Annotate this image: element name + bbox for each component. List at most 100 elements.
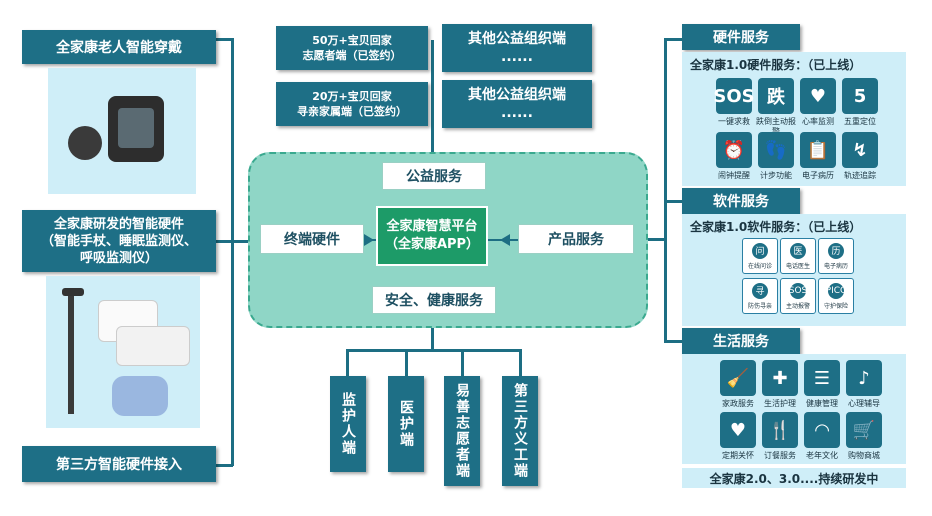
volunteer-box: 50万+宝贝回家 志愿者端（已签约） xyxy=(276,26,428,70)
left-connector-bottom xyxy=(216,464,233,467)
guardian-terminal: 监护人端 xyxy=(330,376,366,472)
life-service-icon-3: ☰ xyxy=(804,360,840,396)
volunteer-box-line2: 志愿者端（已签约） xyxy=(302,49,402,62)
right-connector-hw xyxy=(664,38,682,41)
hardware-service-icon-2: 跌 xyxy=(758,78,794,114)
life-service-label-8: 购物商城 xyxy=(848,451,880,460)
product-service-box: 产品服务 xyxy=(518,224,634,254)
hardware-service-icon-3: ♥ xyxy=(800,78,836,114)
family-box-line2: 寻亲家属端（已签约） xyxy=(297,105,407,118)
software-service-label-6: 守护保险 xyxy=(823,302,848,310)
software-service-icon-3: 历 xyxy=(828,242,844,259)
medical-terminal: 医护端 xyxy=(388,376,424,472)
other-org-box-1-line2: ...... xyxy=(501,49,533,65)
life-service-icon-2: ✚ xyxy=(762,360,798,396)
software-service-label-4: 防伤寻亲 xyxy=(747,302,772,310)
left-connector-mid xyxy=(216,240,260,243)
software-service-item-6: PICC 守护保险 xyxy=(818,278,854,314)
hardware-service-icon-7: 📋 xyxy=(800,132,836,168)
life-service-label-5: 定期关怀 xyxy=(722,451,754,460)
left-vertical-connector xyxy=(231,38,234,466)
other-org-box-1-line1: 其他公益组织端 xyxy=(468,31,566,47)
life-service-label-1: 家政服务 xyxy=(722,399,754,408)
software-service-label-2: 电话医生 xyxy=(785,262,810,270)
software-service-label-3: 电子病历 xyxy=(823,262,848,270)
volunteer-terminal: 易善志愿者端 xyxy=(444,376,480,486)
future-dev-banner: 全家康2.0、3.0....持续研发中 xyxy=(682,468,906,488)
platform-line2: （全家康APP） xyxy=(384,237,480,252)
public-service-box: 公益服务 xyxy=(382,162,486,190)
life-service-label-6: 订餐服务 xyxy=(764,451,796,460)
life-service-icon-1: 🧹 xyxy=(720,360,756,396)
hardware-service-title: 硬件服务 xyxy=(682,24,800,50)
life-service-icon-4: ♪ xyxy=(846,360,882,396)
software-service-item-3: 历电子病历 xyxy=(818,238,854,274)
right-connector-mid xyxy=(646,238,666,241)
bottom-connector-bar xyxy=(346,349,522,352)
family-box-line1: 20万+宝贝回家 xyxy=(312,90,392,103)
software-service-icon-4: 寻 xyxy=(752,282,768,299)
right-vertical-connector xyxy=(664,38,667,342)
hardware-service-icon-1: SOS xyxy=(713,78,755,114)
device-image xyxy=(112,376,168,416)
other-org-box-1: 其他公益组织端 ...... xyxy=(442,24,592,72)
hardware-service-icon-5: ⏰ xyxy=(716,132,752,168)
third-party-volunteer-terminal: 第三方义工端 xyxy=(502,376,538,486)
hardware-title-line3: 呼吸监测仪） xyxy=(79,250,158,266)
center-link-right xyxy=(488,239,518,241)
hardware-service-label-6: 计步功能 xyxy=(760,171,792,180)
hardware-service-label-2: 跌倒主动报警 xyxy=(756,117,796,136)
life-service-icon-8: 🛒 xyxy=(846,412,882,448)
life-service-icon-7: ◠ xyxy=(804,412,840,448)
wearable-image-panel xyxy=(48,68,196,194)
center-link-left xyxy=(364,239,376,241)
hardware-service-label-7: 电子病历 xyxy=(802,171,834,180)
software-service-icon-5: SOS xyxy=(789,282,807,299)
software-service-icon-1: 问 xyxy=(752,242,768,259)
hardware-image-panel xyxy=(46,276,200,428)
hardware-service-label-3: 心率监测 xyxy=(802,117,834,126)
platform-box: 全家康智慧平台 （全家康APP） xyxy=(376,206,488,266)
software-service-label-1: 在线问诊 xyxy=(747,262,772,270)
software-service-subtitle: 全家康1.0软件服务：（已上线） xyxy=(690,220,862,234)
pendant-image xyxy=(68,126,102,160)
right-connector-sw xyxy=(664,200,682,203)
platform-line1: 全家康智慧平台 xyxy=(386,219,478,234)
family-box: 20万+宝贝回家 寻亲家属端（已签约） xyxy=(276,82,428,126)
hardware-service-label-1: 一键求救 xyxy=(718,117,750,126)
life-service-icon-5: ♥ xyxy=(720,412,756,448)
bottom-connector-stem xyxy=(431,328,434,350)
life-service-icon-6: 🍴 xyxy=(762,412,798,448)
hardware-service-label-8: 轨迹追踪 xyxy=(844,171,876,180)
cane-image xyxy=(68,290,74,414)
software-service-icon-2: 医 xyxy=(790,242,806,259)
hardware-title-line2: （智能手杖、睡眠监测仪、 xyxy=(40,233,197,249)
wearable-title: 全家康老人智能穿戴 xyxy=(22,30,216,64)
hardware-service-icon-4: 5 xyxy=(842,78,878,114)
life-service-title: 生活服务 xyxy=(682,328,800,354)
hardware-service-subtitle: 全家康1.0硬件服务：（已上线） xyxy=(690,58,862,72)
third-party-hardware: 第三方智能硬件接入 xyxy=(22,446,216,482)
other-org-box-2: 其他公益组织端 ...... xyxy=(442,80,592,128)
hardware-title: 全家康研发的智能硬件 （智能手杖、睡眠监测仪、 呼吸监测仪） xyxy=(22,210,216,272)
software-service-title: 软件服务 xyxy=(682,188,800,214)
hardware-service-icon-8: ↯ xyxy=(842,132,878,168)
top-connector xyxy=(431,40,434,158)
bottom-connector-4 xyxy=(519,349,522,377)
software-service-icon-6: PICC xyxy=(826,282,846,299)
volunteer-box-line1: 50万+宝贝回家 xyxy=(312,34,392,47)
bottom-connector-3 xyxy=(461,349,464,377)
hardware-service-label-5: 闹钟提醒 xyxy=(718,171,750,180)
life-service-label-2: 生活护理 xyxy=(764,399,796,408)
safety-health-box: 安全、健康服务 xyxy=(372,286,496,314)
life-service-label-3: 健康管理 xyxy=(806,399,838,408)
bottom-connector-2 xyxy=(405,349,408,377)
life-service-label-4: 心理辅导 xyxy=(848,399,880,408)
software-service-label-5: 主动报警 xyxy=(785,302,810,310)
life-service-label-7: 老年文化 xyxy=(806,451,838,460)
hardware-service-label-4: 五重定位 xyxy=(844,117,876,126)
other-org-box-2-line1: 其他公益组织端 xyxy=(468,87,566,103)
software-service-item-1: 问在线问诊 xyxy=(742,238,778,274)
breath-monitor-image xyxy=(116,326,190,366)
software-service-item-5: SOS 主动报警 xyxy=(780,278,816,314)
